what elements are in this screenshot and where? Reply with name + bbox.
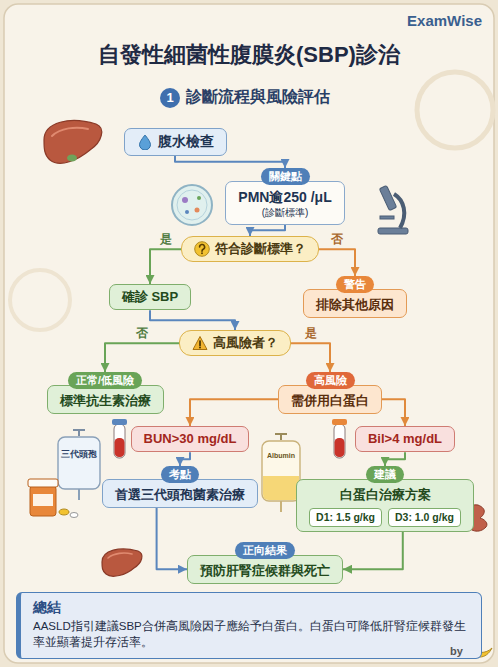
branch-label: 是 bbox=[303, 326, 319, 340]
tag-label: 正向結果 bbox=[235, 542, 295, 559]
liver-icon bbox=[102, 549, 142, 576]
flow-arrow bbox=[319, 249, 355, 276]
box-text: 腹水檢查 bbox=[158, 133, 214, 151]
box-body: PMN逾250 /μL(診斷標準) bbox=[225, 181, 344, 225]
box-text: 白蛋白治療方案 bbox=[340, 487, 431, 503]
dose-box: D1: 1.5 g/kg bbox=[309, 508, 382, 527]
flow-arrow bbox=[343, 532, 403, 569]
pill-bottle-icon bbox=[28, 479, 78, 518]
summary-box: 總結AASLD指引建議SBP合併高風險因子應給予白蛋白。白蛋白可降低肝腎症候群發… bbox=[16, 592, 482, 659]
tag-label: 正常/低風險 bbox=[68, 372, 142, 389]
branch-label: 否 bbox=[134, 326, 150, 340]
flow-arrow bbox=[105, 343, 179, 372]
decision-box: 高風險者？ bbox=[179, 330, 291, 356]
warning-box: 警告排除其他原因 bbox=[303, 276, 407, 318]
flow-arrow bbox=[382, 399, 405, 426]
lab-box: Bil>4 mg/dL bbox=[355, 426, 455, 452]
process-box: 腹水檢查 bbox=[124, 128, 227, 156]
tag-label: 考點 bbox=[161, 466, 199, 483]
signature: by bbox=[450, 645, 463, 657]
box-text: D1: 1.5 g/kg bbox=[316, 511, 375, 524]
drop-icon bbox=[137, 134, 153, 150]
box-text: 排除其他原因 bbox=[316, 297, 394, 313]
flow-arrow bbox=[180, 452, 190, 466]
box-body: Bil>4 mg/dL bbox=[355, 426, 455, 452]
box-text: PMN逾250 /μL bbox=[238, 189, 331, 207]
summary-body: AASLD指引建議SBP合併高風險因子應給予白蛋白。白蛋白可降低肝腎症候群發生率… bbox=[33, 618, 469, 651]
box-body: 確診 SBP bbox=[109, 284, 191, 310]
outcome-box: 正向結果預防肝腎症候群與死亡 bbox=[187, 542, 343, 584]
box-text: 符合診斷標準？ bbox=[215, 241, 306, 257]
petri-dish-icon bbox=[172, 185, 212, 225]
card bbox=[4, 4, 494, 663]
box-body: D1: 1.5 g/kg bbox=[309, 508, 382, 527]
box-text: Bil>4 mg/dL bbox=[368, 431, 442, 447]
box-text: BUN>30 mg/dL bbox=[144, 431, 237, 447]
blood-tube-icon bbox=[332, 419, 347, 458]
box-body: 高風險者？ bbox=[179, 330, 291, 356]
exam-point-box: 考點首選三代頭孢菌素治療 bbox=[102, 466, 258, 508]
decision-box: 符合診斷標準？ bbox=[181, 236, 319, 262]
box-body: 腹水檢查 bbox=[124, 128, 227, 156]
flow-arrow bbox=[291, 343, 330, 372]
title: 自發性細菌性腹膜炎(SBP)診治 bbox=[98, 40, 400, 70]
branch-label: 是 bbox=[158, 232, 174, 246]
box-body: 標準抗生素治療 bbox=[47, 385, 164, 414]
risk-box: 高風險需併用白蛋白 bbox=[278, 372, 382, 414]
question-icon bbox=[194, 241, 210, 257]
flow-arrow bbox=[190, 399, 278, 426]
liver-icon bbox=[44, 121, 102, 164]
stain bbox=[10, 270, 70, 330]
recommendation-box: 建議白蛋白治療方案 D1: 1.5 g/kg D3: 1.0 g/kg bbox=[296, 466, 474, 532]
box-text: 首選三代頭孢菌素治療 bbox=[115, 487, 245, 503]
tag-label: 高風險 bbox=[306, 372, 355, 389]
tag-label: 關鍵點 bbox=[261, 168, 310, 185]
stain bbox=[417, 72, 493, 148]
box-body: 首選三代頭孢菌素治療 bbox=[102, 479, 258, 508]
box-text: 預防肝腎症候群與死亡 bbox=[200, 563, 330, 579]
box-text: 高風險者？ bbox=[213, 335, 278, 351]
result-box: 確診 SBP bbox=[109, 284, 191, 310]
flow-arrow bbox=[150, 249, 181, 284]
flow-arrow bbox=[157, 508, 187, 569]
box-body: 預防肝腎症候群與死亡 bbox=[187, 555, 343, 584]
flow-arrow bbox=[150, 310, 235, 330]
box-body: 總結AASLD指引建議SBP合併高風險因子應給予白蛋白。白蛋白可降低肝腎症候群發… bbox=[16, 592, 482, 659]
microscope-icon bbox=[378, 185, 408, 234]
bag-label: 三代頭孢 bbox=[61, 449, 97, 460]
dose-box: D3: 1.0 g/kg bbox=[388, 508, 461, 527]
lab-box: BUN>30 mg/dL bbox=[131, 426, 250, 452]
box-body: 需併用白蛋白 bbox=[278, 385, 382, 414]
treatment-box: 正常/低風險標準抗生素治療 bbox=[47, 372, 164, 414]
box-note: (診斷標準) bbox=[262, 207, 309, 220]
branch-label: 否 bbox=[329, 232, 345, 246]
box-body: BUN>30 mg/dL bbox=[131, 426, 250, 452]
box-text: 確診 SBP bbox=[122, 289, 178, 305]
box-text: 標準抗生素治療 bbox=[60, 393, 151, 409]
box-text: 需併用白蛋白 bbox=[291, 393, 369, 409]
box-body: 符合診斷標準？ bbox=[181, 236, 319, 262]
tag-label: 建議 bbox=[366, 466, 404, 483]
box-body: 排除其他原因 bbox=[303, 289, 407, 318]
box-text: D3: 1.0 g/kg bbox=[395, 511, 454, 524]
iv-bag-icon bbox=[58, 430, 100, 500]
blood-tube-icon bbox=[112, 419, 127, 458]
warning-icon bbox=[192, 335, 208, 351]
brand-label: ExamWise bbox=[407, 12, 482, 29]
flow-arrow bbox=[175, 156, 285, 169]
box-body: 白蛋白治療方案 D1: 1.5 g/kg D3: 1.0 g/kg bbox=[296, 479, 474, 532]
flow-arrow bbox=[250, 225, 285, 236]
bag-label: Albumin bbox=[267, 452, 295, 459]
section-number: 1 bbox=[160, 88, 180, 108]
flow-arrow bbox=[385, 452, 405, 466]
albumin-bag-icon bbox=[262, 434, 300, 512]
box-body: D3: 1.0 g/kg bbox=[388, 508, 461, 527]
criterion-box: 關鍵點PMN逾250 /μL(診斷標準) bbox=[225, 168, 344, 225]
section-heading: 診斷流程與風險評估 bbox=[186, 87, 330, 108]
dose-row: D1: 1.5 g/kg D3: 1.0 g/kg bbox=[309, 508, 461, 527]
tag-label: 警告 bbox=[336, 276, 374, 293]
summary-heading: 總結 bbox=[33, 599, 61, 617]
